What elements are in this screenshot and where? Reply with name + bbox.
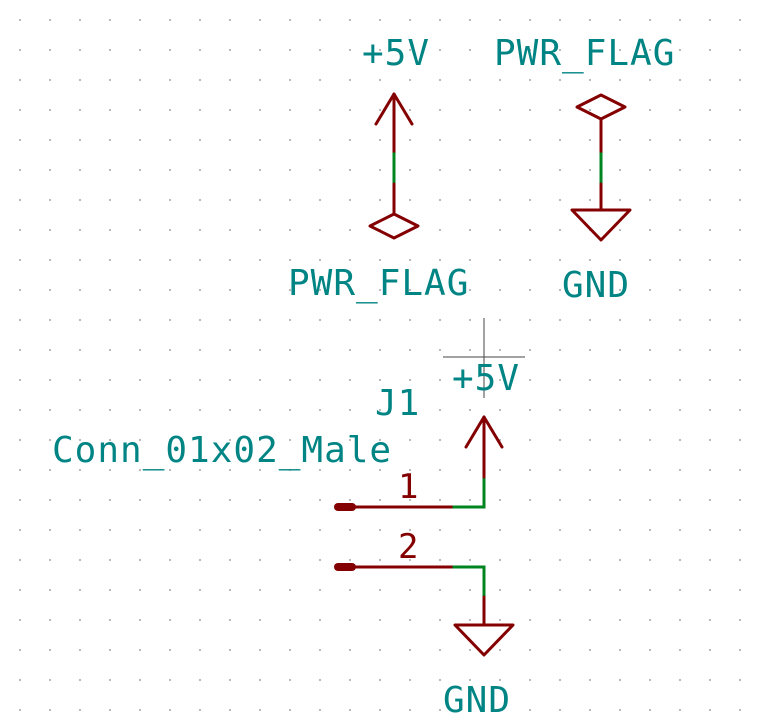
- diamond-icon: [575, 93, 627, 121]
- wire-pin2-gnd[interactable]: [452, 565, 486, 599]
- connector-j1[interactable]: J1 Conn_01x02_Male 1 2: [52, 383, 456, 571]
- power-symbol-5v-top[interactable]: +5V: [362, 33, 430, 156]
- pin-1-number: 1: [398, 467, 418, 507]
- gnd-symbol-top[interactable]: GND: [562, 182, 632, 306]
- power-symbol-5v-connector[interactable]: +5V: [452, 358, 520, 479]
- pwr-flag-label-right: PWR_FLAG: [494, 33, 675, 74]
- ground-icon: [453, 623, 515, 657]
- wire-pin1-5v[interactable]: [452, 475, 486, 509]
- power-label-5v-top: +5V: [362, 33, 430, 74]
- crosshair-cursor: [443, 318, 525, 398]
- connector-value: Conn_01x02_Male: [52, 430, 392, 471]
- ground-icon: [570, 208, 632, 242]
- gnd-label-connector: GND: [443, 680, 511, 721]
- gnd-symbol-connector[interactable]: GND: [443, 595, 515, 721]
- pin-2-number: 2: [398, 527, 418, 567]
- pwr-flag-label-left: PWR_FLAG: [288, 263, 469, 304]
- diamond-icon: [368, 212, 420, 240]
- pwr-flag-symbol-left[interactable]: PWR_FLAG: [288, 182, 469, 304]
- gnd-label-top: GND: [562, 265, 630, 306]
- power-label-5v-connector: +5V: [452, 358, 520, 399]
- pwr-flag-symbol-right[interactable]: PWR_FLAG: [494, 33, 675, 156]
- connector-reference: J1: [375, 383, 420, 424]
